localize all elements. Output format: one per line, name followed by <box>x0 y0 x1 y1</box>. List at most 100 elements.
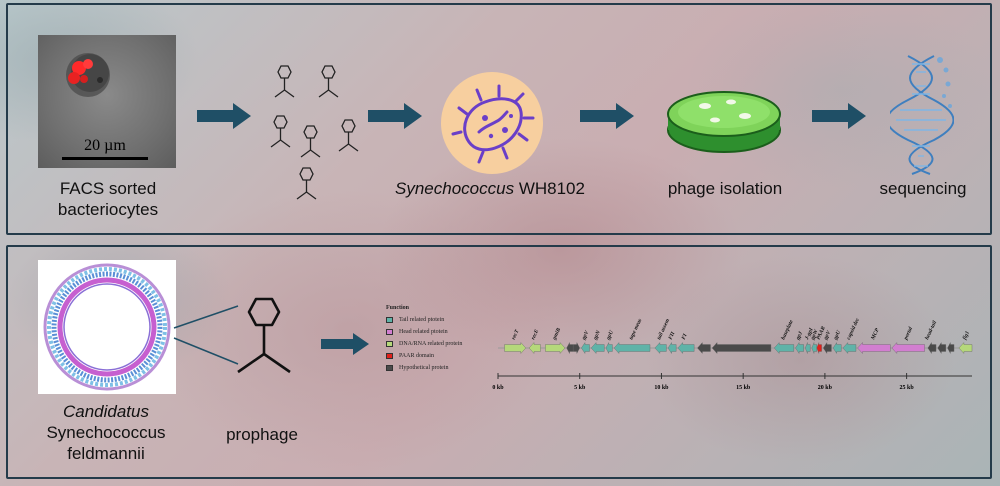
gene-arrow <box>805 342 811 354</box>
phage-isolation-label: phage isolation <box>667 179 783 198</box>
legend-swatch <box>386 329 393 335</box>
gene-arrow <box>528 341 541 355</box>
gene-arrow <box>581 341 590 355</box>
legend-item-paar: PAAR domain <box>386 353 434 359</box>
gene-arrow <box>613 341 651 355</box>
gene-arrow <box>654 341 667 355</box>
legend-swatch <box>386 341 393 347</box>
axis-tick-label: 0 kb <box>492 385 504 391</box>
synechococcus-label-strain: WH8102 <box>514 179 585 198</box>
legend-label: Tail related ptotein <box>399 317 445 323</box>
gene-arrow <box>891 341 925 355</box>
facs-label-line2: bacteriocytes <box>57 200 159 219</box>
sequencing-label: sequencing <box>879 179 967 198</box>
facs-label: FACS sorted bacteriocytes <box>40 178 176 220</box>
gene-label: gpJ <box>795 331 804 342</box>
gene-arrow <box>937 341 947 355</box>
gene-label: gpU <box>832 329 842 342</box>
connector-lines <box>173 305 239 365</box>
genome-panel <box>6 245 992 479</box>
legend-item-head: Head related ptotein <box>386 329 448 335</box>
legend-item-tail: Tail related ptotein <box>386 317 444 323</box>
legend-title: Function <box>386 305 410 311</box>
gene-label: head-tail <box>924 320 938 341</box>
facs-micrograph <box>38 35 176 168</box>
axis-tick-label: 10 kb <box>654 385 669 391</box>
gene-arrow <box>947 342 955 354</box>
synechococcus-label-italic: Synechococcus <box>395 179 515 198</box>
gene-label: fig1 <box>962 330 971 341</box>
legend-label: PAAR domain <box>399 353 434 359</box>
gene-arrow <box>545 341 566 355</box>
gene-label: gpW <box>809 328 820 342</box>
gene-label: FII <box>668 330 677 341</box>
genome-map: 0 kb 5 kb 10 kb 15 kb 20 kb 25 kb recT recE gmi… <box>492 317 973 391</box>
prophage-icon <box>237 297 291 374</box>
petri-dish-icon <box>667 91 781 153</box>
gene-arrow <box>566 342 574 354</box>
legend-label: Head related ptotein <box>399 329 448 335</box>
synechococcus-label: Synechococcus WH8102 <box>392 178 588 199</box>
gene-label: gpN <box>592 329 602 342</box>
arrow-icon <box>197 103 251 129</box>
gene-label: gmiB <box>551 327 562 342</box>
gene-label: baseplate <box>780 319 795 341</box>
gene-arrow <box>795 341 804 355</box>
axis-tick-label: 25 kb <box>900 385 915 391</box>
organism-label-line1: Candidatus <box>62 402 149 421</box>
workflow-panel <box>6 3 992 235</box>
gene-label: FI <box>681 332 689 341</box>
scale-label: 20 µm <box>84 137 126 154</box>
facs-label-line1: FACS sorted <box>59 179 157 198</box>
gene-label: gpU <box>605 329 615 342</box>
gene-arrow <box>504 341 527 355</box>
organism-label: Candidatus Synechococcus feldmannii <box>26 401 186 464</box>
bacterium-icon <box>451 84 535 164</box>
gene-label: MCP <box>870 327 881 342</box>
gene-arrow <box>823 341 832 355</box>
legend-item-dna: DNA/RNA related protein <box>386 341 462 347</box>
gene-arrow <box>816 342 822 354</box>
gene-label: recE <box>530 328 540 341</box>
gene-label: J-gpI <box>804 326 815 341</box>
gene-arrow <box>590 341 605 355</box>
gene-label: gpV <box>822 329 832 342</box>
gene-arrow <box>811 342 817 354</box>
organism-label-line2: Synechococcus <box>46 423 166 442</box>
gene-label: PAAR <box>816 325 827 340</box>
arrow-icon <box>321 333 369 355</box>
axis-tick-label: 20 kb <box>818 385 833 391</box>
gene-arrow <box>857 341 891 355</box>
axis-tick-label: 15 kb <box>736 385 751 391</box>
gene-arrow <box>927 341 937 355</box>
gene-arrow <box>677 341 695 355</box>
axis-tick-label: 5 kb <box>574 385 586 391</box>
gene-arrow <box>832 341 842 355</box>
gene-label: recT <box>511 328 521 341</box>
arrow-icon <box>812 103 866 129</box>
legend-swatch <box>386 317 393 323</box>
gene-arrow <box>711 341 772 355</box>
gene-arrow <box>697 341 711 355</box>
scale-bar <box>62 157 148 160</box>
arrow-icon <box>368 103 422 129</box>
gene-label: gpV <box>581 329 591 342</box>
legend-swatch <box>386 365 393 371</box>
gene-arrow <box>842 341 857 355</box>
gene-label: capsid dec <box>846 317 862 341</box>
gene-arrow <box>572 342 580 354</box>
organism-label-line3: feldmannii <box>67 444 145 463</box>
gene-label: tape meas <box>628 318 643 341</box>
legend-item-hypothetical: Hypothetical protein <box>386 365 449 371</box>
gene-arrow <box>773 341 795 355</box>
legend-swatch <box>386 353 393 359</box>
circular-genome-icon <box>38 260 176 394</box>
arrow-icon <box>580 103 634 129</box>
legend-label: DNA/RNA related protein <box>399 341 463 347</box>
dna-helix-icon <box>890 55 954 175</box>
gene-label: portal <box>903 326 915 342</box>
prophage-label: prophage <box>226 425 298 444</box>
gene-arrow <box>667 341 677 355</box>
phage-cluster-icon <box>270 65 359 200</box>
gene-arrow <box>605 342 613 354</box>
